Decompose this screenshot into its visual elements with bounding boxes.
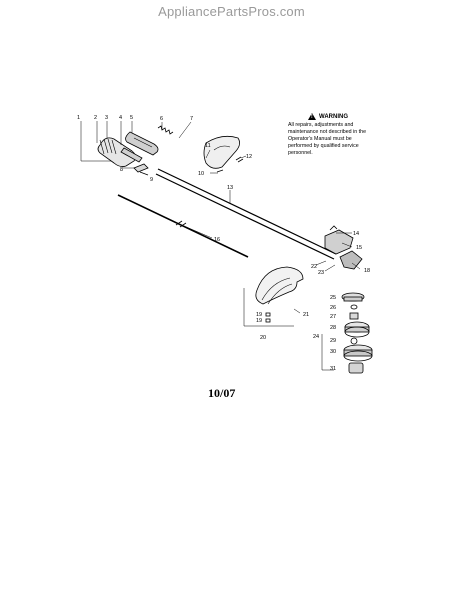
- part-label: 8: [120, 167, 123, 173]
- shield-part: [203, 135, 240, 169]
- leader-lines: [80, 121, 361, 314]
- warning-title: WARNING: [319, 113, 348, 120]
- part-label: 4: [119, 115, 122, 121]
- part-label: 19: [256, 312, 262, 318]
- part-label: 19: [256, 318, 262, 324]
- shaft-part: [155, 168, 337, 260]
- part-label: 5: [130, 115, 133, 121]
- part-label: 23: [318, 270, 324, 276]
- part-label: 14: [353, 231, 359, 237]
- part-label: 22: [311, 264, 317, 270]
- part-label: 6: [160, 116, 163, 122]
- part-label: 31: [330, 366, 336, 372]
- part-label: 29: [330, 338, 336, 344]
- revision-date: 10/07: [208, 386, 236, 400]
- part-label: 24: [313, 334, 319, 340]
- part-label: 7: [190, 116, 193, 122]
- flex-cable-part: [117, 194, 249, 258]
- part-label: 26: [330, 305, 336, 311]
- site-watermark: AppliancePartsPros.com: [158, 4, 305, 19]
- part-label: 20: [260, 335, 266, 341]
- small-screw-part: [216, 169, 224, 173]
- part-label: 30: [330, 349, 336, 355]
- part-label: 12: [246, 154, 252, 160]
- part-label: 2: [94, 115, 97, 121]
- screw-part: [235, 156, 244, 163]
- handle-housing-part: [97, 137, 143, 167]
- part-labels: 1 2 3 4 5 6 7 8 9 10 11 12 13 14 15 16 1…: [77, 115, 370, 372]
- part-label: 18: [364, 268, 370, 274]
- warning-note: ! WARNING All repairs, adjustments and m…: [288, 113, 374, 157]
- trigger-part: [133, 163, 149, 176]
- part-label: 27: [330, 314, 336, 320]
- part-label: 3: [105, 115, 108, 121]
- part-label: 15: [356, 245, 362, 251]
- warning-triangle-icon: !: [308, 113, 316, 120]
- part-label: 1: [77, 115, 80, 121]
- part-label: 28: [330, 325, 336, 331]
- part-label: 10: [198, 171, 204, 177]
- part-label: 21: [303, 312, 309, 318]
- guard-part: [243, 266, 304, 327]
- guard-screws-part: [265, 312, 271, 323]
- part-label: 16: [214, 237, 220, 243]
- gear-head-part: [324, 225, 363, 270]
- trimmer-head-stack: [321, 292, 373, 374]
- warning-text: All repairs, adjustments and maintenance…: [288, 122, 367, 156]
- part-label: 11: [205, 143, 211, 149]
- engine-mount-part: [125, 131, 159, 156]
- part-label: 9: [150, 177, 153, 183]
- spring-part: [157, 125, 174, 135]
- part-label: 25: [330, 295, 336, 301]
- part-label: 13: [227, 185, 233, 191]
- warning-heading: ! WARNING: [288, 113, 374, 120]
